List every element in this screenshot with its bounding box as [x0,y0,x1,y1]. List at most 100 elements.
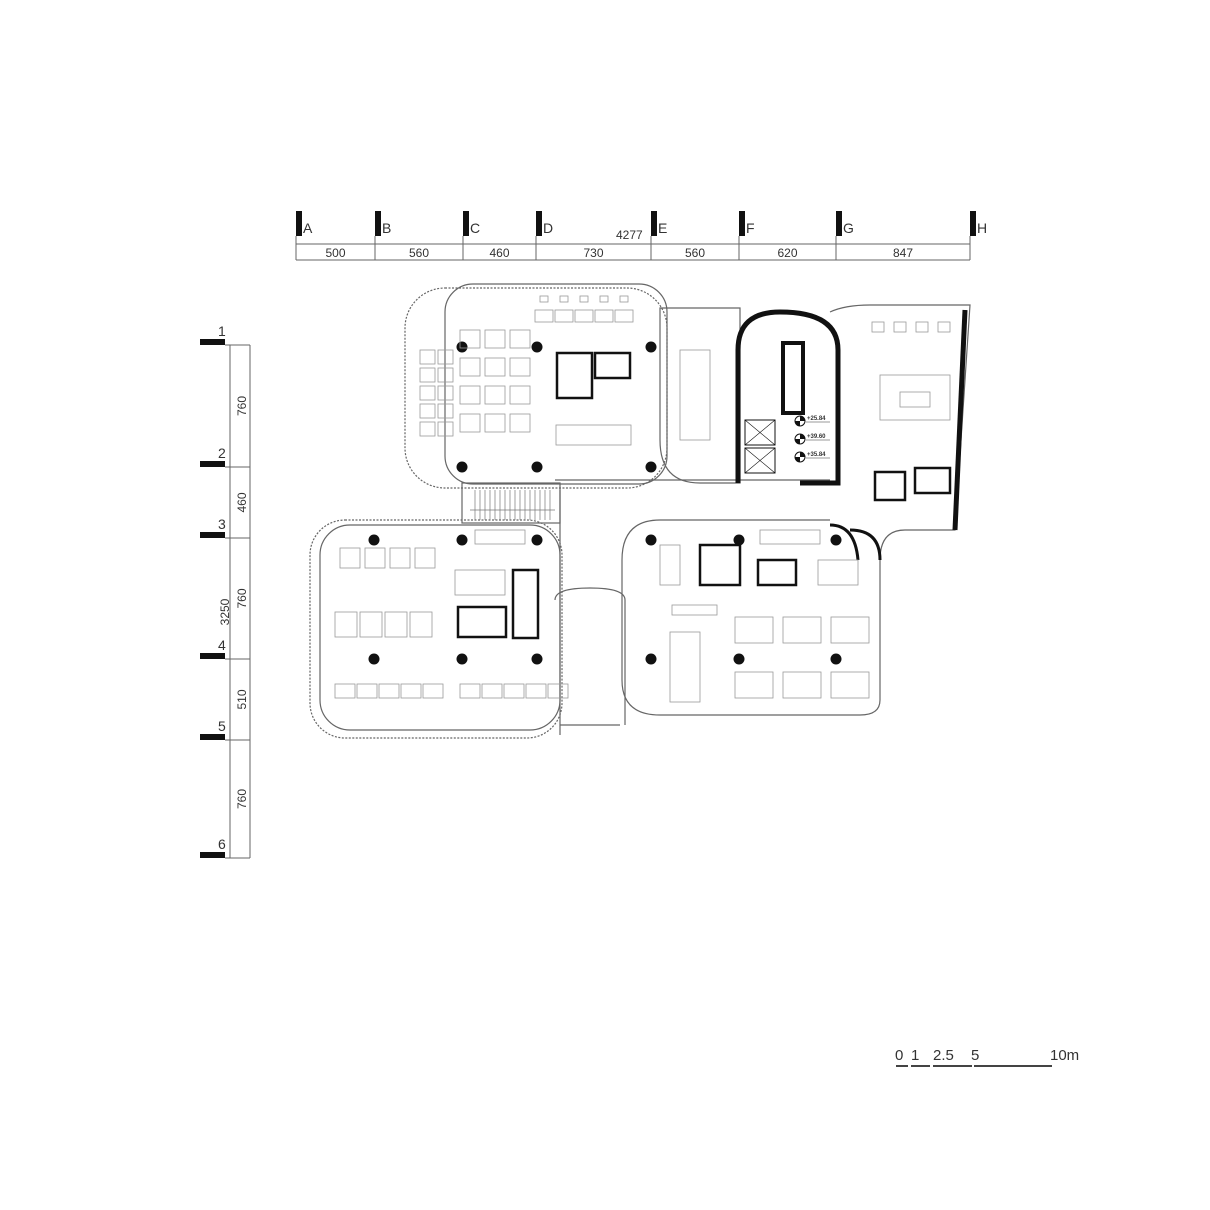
grid-row-marker [200,653,225,659]
desk [437,403,454,419]
desk [400,683,422,699]
grid-row-marker [200,734,225,740]
column-dot [645,461,657,473]
grid-column-label: F [746,220,755,236]
grid-column-label: C [470,220,480,236]
grid-column-label: E [658,220,667,236]
desk [559,295,569,303]
column-dot [368,653,380,665]
row-spacing: 460 [235,492,249,512]
desk [484,413,506,433]
row-spacing: 760 [235,396,249,416]
desk [389,547,411,569]
desk [509,329,531,349]
column-spacing: 847 [893,246,913,260]
grid-column-marker [375,211,381,236]
column-dot [733,534,745,546]
desk [579,295,589,303]
desk [509,357,531,377]
desk [459,413,481,433]
column-total: 4277 [616,228,643,242]
desk [484,357,506,377]
grid-row-label: 3 [218,516,226,532]
desk [594,309,614,323]
column-dot [645,534,657,546]
desk [474,529,526,545]
desk [759,529,821,545]
desk [459,357,481,377]
stair-icon [470,490,555,520]
desk [334,683,356,699]
desk [503,683,525,699]
desk [893,321,907,333]
grid-column-label: D [543,220,553,236]
column-spacing: 460 [489,246,509,260]
column-dot [531,341,543,353]
grid-row-label: 2 [218,445,226,461]
desk [679,349,711,441]
desk [534,309,554,323]
desk [817,559,859,586]
desk [669,631,701,703]
desk [437,349,454,365]
desk [384,611,408,638]
desk [419,349,436,365]
column-dot [531,653,543,665]
grid-row-marker [200,339,225,345]
column-dot [456,653,468,665]
desk [378,683,400,699]
row-total: 3250 [218,598,232,625]
grid-row-marker [200,461,225,467]
column-dot [531,461,543,473]
building-core [735,309,968,561]
desk [599,295,609,303]
desk [419,367,436,383]
grid-column-label: A [303,220,313,236]
wc-blocks [456,351,952,640]
desk [419,403,436,419]
desk [574,309,594,323]
elevation-label: +25.84 [807,416,826,422]
column-spacing: 500 [325,246,345,260]
desk [359,611,383,638]
desk [422,683,444,699]
grid-column-label: H [977,220,987,236]
column-dot [531,534,543,546]
desk [409,611,433,638]
grid-row-marker [200,532,225,538]
desk [339,547,361,569]
column-dot [456,534,468,546]
furniture [334,295,951,703]
column-spacing: 560 [409,246,429,260]
grid-row-label: 5 [218,718,226,734]
desk [879,374,951,421]
grid-column-marker [651,211,657,236]
elevation-label: +35.84 [807,452,826,458]
elevation-label: +39.60 [807,434,826,440]
grid-column-marker [970,211,976,236]
desk [782,671,822,699]
row-spacing: 760 [235,789,249,809]
desk [484,385,506,405]
desk [459,385,481,405]
column-dot [733,653,745,665]
scale-tick-label: 10m [1050,1047,1079,1064]
grid-row-marker [200,852,225,858]
scale-tick-label: 0 [895,1047,903,1064]
scale-tick-label: 1 [911,1047,919,1064]
desk [830,616,870,644]
desk [419,421,436,437]
desk [671,604,718,616]
grid-row-label: 6 [218,836,226,852]
row-spacing: 760 [235,588,249,608]
desk [484,329,506,349]
desk [830,671,870,699]
desk [734,616,774,644]
scale-tick-label: 5 [971,1047,979,1064]
desk [734,671,774,699]
column-dot [456,461,468,473]
desk [554,309,574,323]
desk [437,421,454,437]
grid-column-marker [463,211,469,236]
